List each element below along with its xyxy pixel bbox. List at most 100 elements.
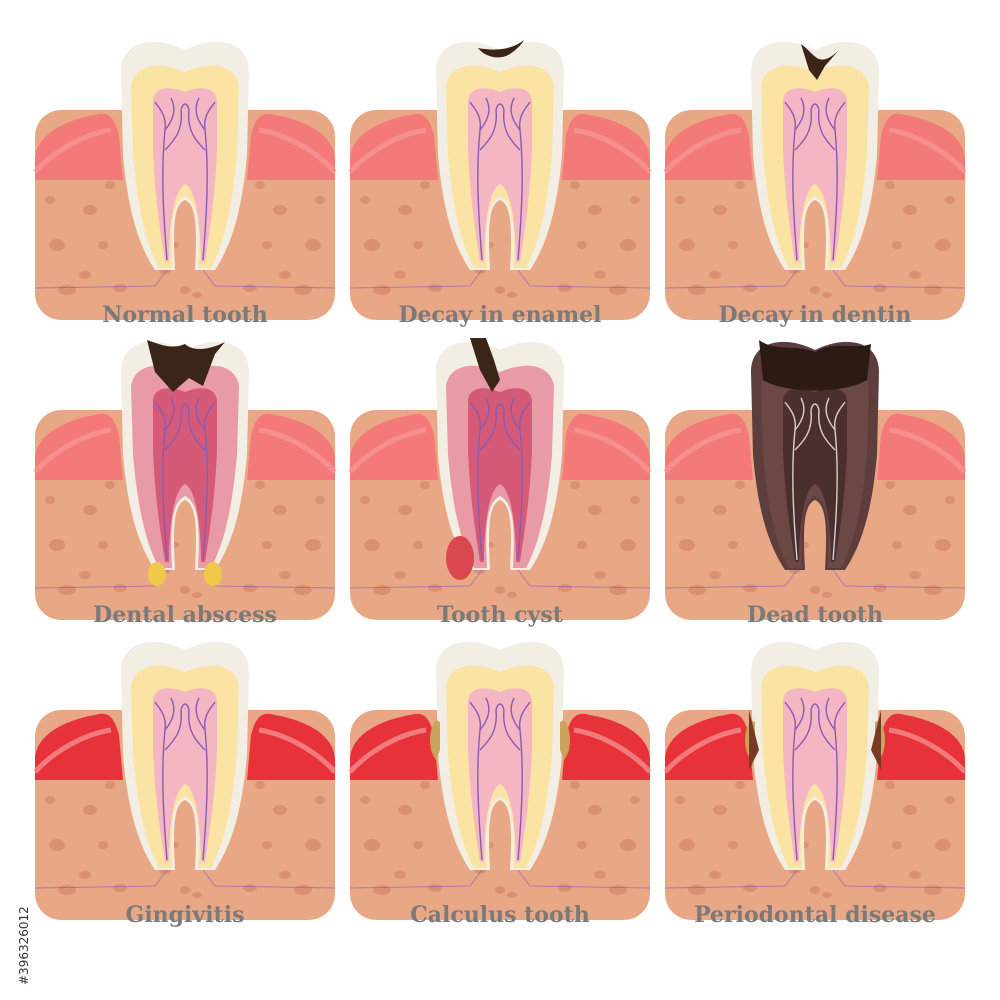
- gum-highlight-right: [573, 127, 652, 174]
- panel-dentin: Decay in dentin: [663, 41, 967, 328]
- panel-abscess: Dental abscess: [33, 340, 337, 628]
- bone-spot: [105, 181, 115, 189]
- tooth-cross-section-icon: [436, 40, 564, 270]
- nerve-branch: [479, 397, 490, 431]
- bone-spot: [294, 285, 312, 295]
- nerve-branch: [495, 403, 505, 411]
- gum-tissue: [348, 413, 652, 480]
- bone-spot: [609, 285, 627, 295]
- bone-spot: [428, 884, 442, 892]
- tooth-pulp: [783, 388, 847, 562]
- nerve-branch: [784, 401, 798, 561]
- bone-spot: [873, 884, 887, 892]
- bone-spot: [420, 481, 430, 489]
- bone-spot: [294, 585, 312, 595]
- bone-spot: [709, 871, 721, 879]
- panel-gingivitis: Gingivitis: [33, 641, 337, 928]
- bone-spot: [45, 196, 55, 204]
- bone-spot: [243, 284, 257, 292]
- stock-id-text: #396326012: [17, 906, 31, 985]
- bone-spot: [364, 539, 380, 551]
- nerve-branch: [517, 101, 531, 261]
- gum-highlight-left: [663, 727, 742, 774]
- gum-tissue: [348, 713, 652, 780]
- bone-spot: [305, 239, 321, 251]
- bone-spot: [892, 841, 902, 849]
- bone-spot: [594, 571, 606, 579]
- bone-spot: [49, 539, 65, 551]
- bone-spot: [822, 892, 832, 898]
- nerve-branch: [164, 709, 182, 751]
- bone-spot: [935, 539, 951, 551]
- caption-enamel: Decay in enamel: [398, 302, 601, 328]
- bone-spot: [373, 585, 391, 595]
- bone-spot: [688, 585, 706, 595]
- bone-spot: [192, 892, 202, 898]
- tooth-pulp: [153, 688, 217, 862]
- bone-spot: [679, 839, 695, 851]
- nerve-branch: [794, 397, 805, 431]
- bone-spot: [83, 205, 97, 215]
- bone-spot: [273, 805, 287, 815]
- bone-spot: [873, 284, 887, 292]
- nerve-branch: [825, 397, 836, 431]
- gum-tissue: [33, 413, 337, 480]
- bone-spot: [609, 885, 627, 895]
- bone-spot: [675, 196, 685, 204]
- tooth-pulp: [468, 688, 532, 862]
- bone-spot: [620, 239, 636, 251]
- gum-highlight-right: [888, 727, 967, 774]
- bone-spot: [873, 584, 887, 592]
- bone-spot: [810, 586, 820, 594]
- nerve-vessels: [784, 97, 846, 261]
- caption-dentin: Decay in dentin: [718, 302, 911, 328]
- bone-spot: [577, 841, 587, 849]
- bone-spot: [903, 505, 917, 515]
- bone-spot: [935, 239, 951, 251]
- root-nerve-lines: [664, 269, 966, 289]
- nerve-branch: [188, 709, 206, 751]
- bone-spot: [709, 271, 721, 279]
- bone-spot: [909, 271, 921, 279]
- bone-spot: [885, 481, 895, 489]
- calculus-left: [430, 720, 440, 760]
- nerve-branch: [469, 101, 483, 261]
- nerve-branch: [188, 109, 206, 151]
- nerve-branch: [479, 109, 497, 151]
- bone-spot: [743, 584, 757, 592]
- nerve-branch: [164, 697, 175, 731]
- bone-spot: [713, 805, 727, 815]
- root-nerve-lines: [349, 569, 651, 589]
- abscess-pus-left: [148, 562, 166, 586]
- gum-highlight-left: [663, 427, 742, 474]
- bone-spot: [570, 781, 580, 789]
- nerve-branch: [503, 109, 521, 151]
- nerve-branch: [510, 397, 521, 431]
- bone-spot: [113, 584, 127, 592]
- nerve-branch: [517, 701, 531, 861]
- bone-spot: [620, 539, 636, 551]
- tooth-cross-section-icon: [121, 41, 249, 270]
- bone-spot: [507, 892, 517, 898]
- bone-spot: [577, 541, 587, 549]
- bone-spot: [79, 571, 91, 579]
- bone-spot: [507, 592, 517, 598]
- bone-spot: [58, 885, 76, 895]
- bone-spot: [924, 285, 942, 295]
- tooth-cross-section-icon: [745, 641, 885, 870]
- bone-spot: [570, 181, 580, 189]
- periodontal-pocket-right: [871, 710, 881, 770]
- bone-spot: [413, 241, 423, 249]
- root-nerve-lines: [664, 569, 966, 589]
- nerve-branch: [818, 409, 836, 451]
- panel-enamel: Decay in enamel: [348, 40, 652, 328]
- bone-spot: [279, 571, 291, 579]
- bone-spot: [675, 496, 685, 504]
- nerve-branch: [180, 703, 190, 711]
- nerve-branch: [794, 709, 812, 751]
- bone-spot: [180, 586, 190, 594]
- bone-spot: [630, 496, 640, 504]
- bone-spot: [728, 241, 738, 249]
- gum-highlight-right: [573, 727, 652, 774]
